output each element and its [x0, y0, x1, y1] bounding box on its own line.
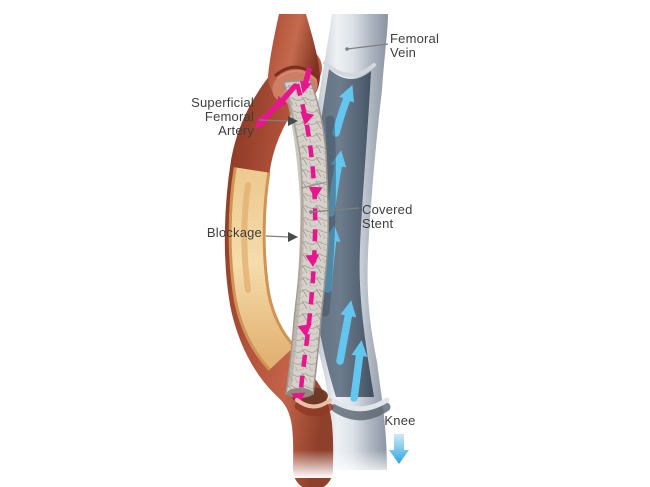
- arterial-flow-arrowheads: [291, 111, 323, 405]
- down-arrowhead-icon: [305, 254, 320, 267]
- superficial-femoral-artery-leader: [258, 116, 298, 126]
- vein-cut-rim-top: [323, 61, 376, 77]
- covered-stent-label-line: Covered: [362, 202, 413, 217]
- femoral-vein-label: Femoral Vein: [390, 32, 439, 60]
- leader-arrowhead-icon: [288, 232, 298, 242]
- venous-up-arrow-icon: [336, 300, 357, 365]
- artery-cut-rim: [274, 65, 320, 80]
- covered-stent-device: [283, 79, 336, 398]
- covered-stent-label: Covered Stent: [362, 203, 413, 231]
- stent-seam: [300, 181, 328, 189]
- venous-up-arrow-icon: [350, 340, 368, 402]
- artery-cut-rim-lip: [277, 70, 317, 81]
- sfa-label-line: Superficial: [191, 95, 254, 110]
- blockage-label-line: Blockage: [206, 225, 262, 240]
- stent-shadow-on-vein: [320, 115, 336, 317]
- blockage-leader: [265, 232, 298, 242]
- arterial-flow-dashed-path: [294, 83, 318, 399]
- knee-label-line: Knee: [384, 413, 416, 428]
- arterial-flow-arrows: [254, 67, 323, 405]
- down-arrow-icon: [389, 434, 409, 464]
- leader-arrowhead-icon: [288, 116, 298, 126]
- artery-vessel: [224, 14, 334, 487]
- arterial-inflow-arrows: [254, 67, 312, 129]
- artery-cut-rim-bottom: [295, 398, 332, 409]
- venous-up-arrow-icon: [332, 84, 354, 137]
- vessel-cut-rims: [294, 397, 391, 421]
- arterial-down-arrow-icon: [275, 83, 298, 109]
- covered-stent-leader: [309, 207, 360, 214]
- sfa-label-line: Artery: [218, 123, 254, 138]
- blockage-label: Blockage: [158, 226, 262, 240]
- down-arrowhead-icon: [297, 324, 312, 337]
- vein-cut-rim-bottom: [331, 397, 390, 412]
- artery-lower-dark-band: [294, 402, 334, 417]
- covered-stent-label-line: Stent: [362, 216, 394, 231]
- blockage-shading: [241, 182, 251, 293]
- down-arrowhead-icon: [308, 186, 323, 199]
- arterial-down-arrow-icon: [299, 67, 312, 94]
- femoral-vein-leader: [345, 43, 389, 51]
- knee-label: Knee: [377, 414, 423, 428]
- bottom-fade: [282, 450, 394, 478]
- superficial-femoral-artery-label: Superficial Femoral Artery: [150, 96, 254, 138]
- femoral-vein-label-line: Femoral: [390, 31, 440, 46]
- arterial-down-arrow-icon: [254, 102, 280, 129]
- femoral-vein-label-line: Vein: [390, 45, 417, 60]
- down-arrowhead-icon: [300, 111, 315, 125]
- vein-lower-dark-band: [331, 402, 391, 421]
- sfa-label-line: Femoral: [204, 109, 254, 124]
- leader-lines: [258, 43, 389, 242]
